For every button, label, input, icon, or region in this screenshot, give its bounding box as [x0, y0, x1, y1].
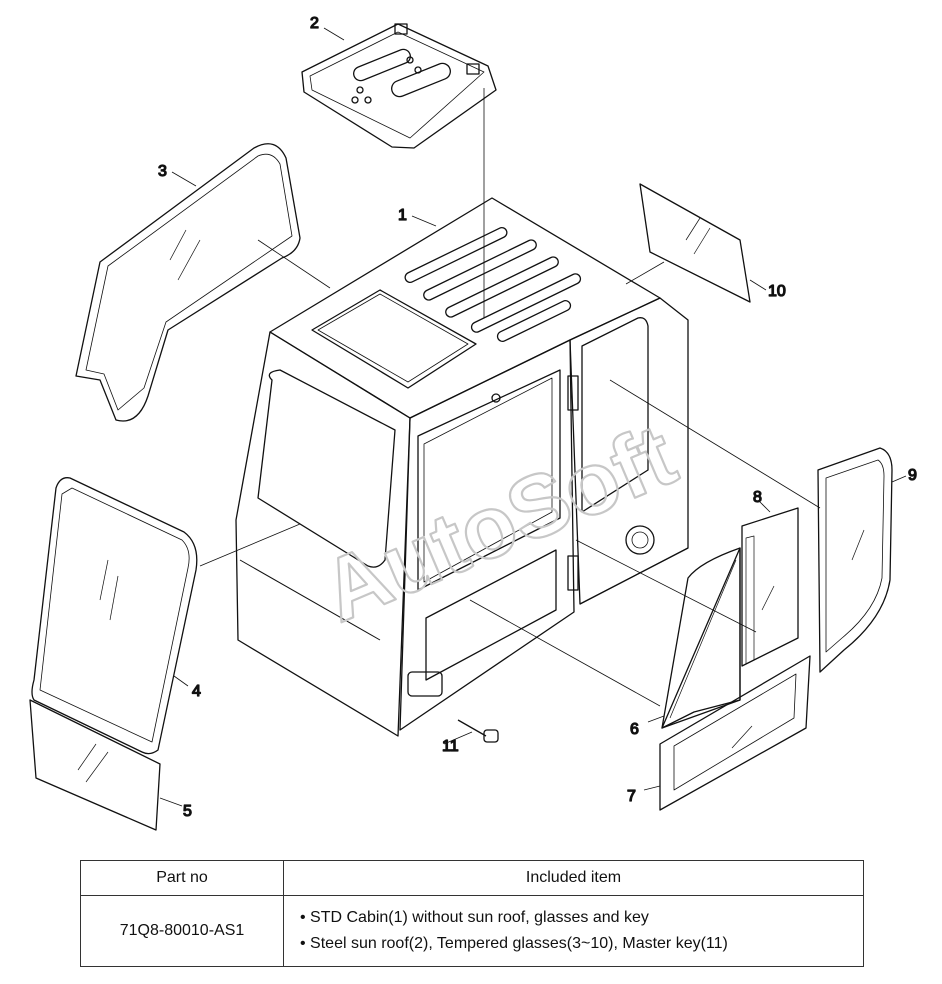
master-key-part — [443, 719, 499, 745]
table-row: 71Q8-80010-AS1 • STD Cabin(1) without su… — [80, 895, 864, 967]
glass-9-part — [817, 447, 893, 673]
glass-5-part — [29, 699, 161, 831]
callout-8: 8 — [753, 489, 762, 506]
included-items-cell: • STD Cabin(1) without sun roof, glasses… — [283, 895, 864, 967]
callout-3: 3 — [158, 163, 167, 180]
callout-4: 4 — [192, 683, 201, 700]
exploded-cabin-diagram: 1 2 3 4 5 6 7 8 9 10 11 AutoSoft — [29, 14, 918, 831]
callout-10: 10 — [768, 283, 786, 300]
table-header-row: Part no Included item — [80, 860, 864, 896]
parts-table: Part no Included item 71Q8-80010-AS1 • S… — [80, 860, 864, 967]
part-no-cell: 71Q8-80010-AS1 — [80, 895, 284, 967]
glass-10-part — [639, 183, 751, 303]
glass-3-part — [75, 143, 301, 422]
included-item-1: • STD Cabin(1) without sun roof, glasses… — [300, 909, 649, 926]
callout-2: 2 — [310, 15, 319, 32]
glass-6-part — [661, 547, 741, 729]
callout-5: 5 — [183, 803, 192, 820]
sun-roof-part — [301, 23, 497, 318]
glass-8-part — [741, 507, 799, 667]
callout-6: 6 — [630, 721, 639, 738]
callout-7: 7 — [627, 788, 636, 805]
included-item-2: • Steel sun roof(2), Tempered glasses(3~… — [300, 935, 728, 952]
cabin-body-part — [199, 197, 821, 737]
callout-11: 11 — [442, 738, 459, 755]
glass-4-part — [31, 477, 198, 755]
glass-7-part — [659, 655, 811, 811]
callout-leaders — [159, 27, 907, 807]
header-part-no: Part no — [80, 860, 284, 896]
header-included-item: Included item — [283, 860, 864, 896]
callout-9: 9 — [908, 467, 917, 484]
watermark: AutoSoft — [308, 404, 689, 640]
callout-1: 1 — [398, 207, 407, 224]
